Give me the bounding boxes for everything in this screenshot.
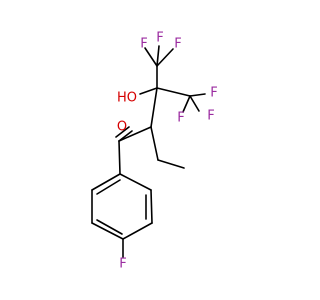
carbonyl-oxygen-label: O — [117, 120, 127, 135]
para-fluorine-label: F — [119, 257, 126, 272]
bond — [139, 87, 158, 95]
bond — [150, 87, 158, 128]
fluorine-label: F — [156, 31, 163, 46]
bond — [182, 95, 191, 113]
bond — [122, 222, 153, 240]
atom-labels: F F F HO F F F O F — [117, 31, 218, 272]
fluorine-label: F — [174, 37, 181, 52]
bond-layer — [91, 45, 206, 258]
fluorine-label: F — [177, 111, 184, 126]
bond — [118, 140, 121, 175]
bond — [189, 95, 200, 112]
bond — [119, 173, 152, 191]
bond — [157, 159, 185, 169]
molecule-diagram: F F F HO F F F O F — [91, 31, 218, 272]
fluorine-label: F — [140, 37, 147, 52]
bond — [96, 219, 123, 235]
bond — [118, 130, 133, 142]
bond — [156, 48, 174, 67]
bond — [189, 93, 206, 97]
bond — [150, 126, 159, 161]
bond — [156, 87, 191, 97]
bond — [96, 179, 121, 195]
bond — [144, 47, 158, 67]
bond — [156, 45, 160, 67]
bond — [118, 126, 152, 142]
fluorine-label: F — [210, 86, 217, 101]
hydroxyl-label: HO — [117, 91, 137, 106]
bond — [91, 173, 121, 191]
bond — [91, 222, 124, 240]
bond — [115, 126, 130, 138]
fluorine-label: F — [207, 109, 214, 124]
bond — [150, 189, 153, 224]
